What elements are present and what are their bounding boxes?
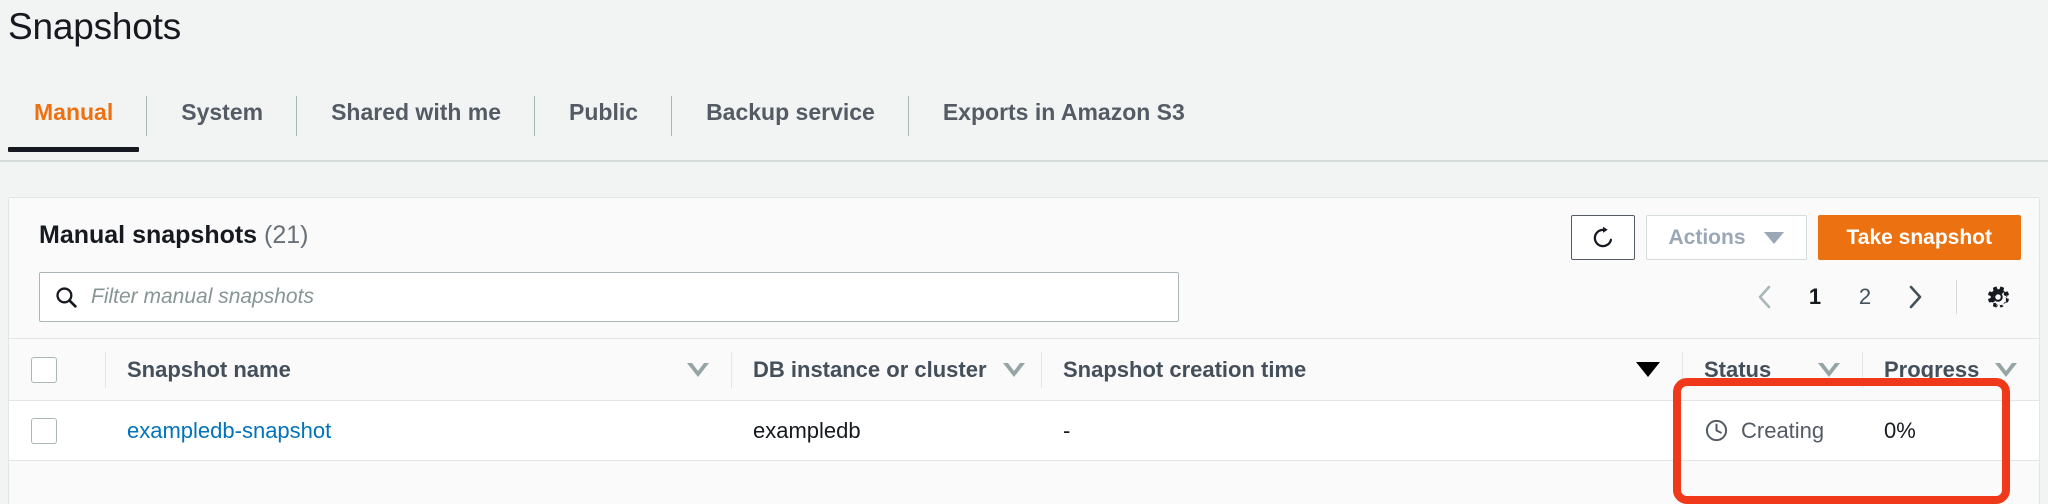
table-preferences-button[interactable]	[1975, 274, 2021, 320]
tab-divider	[146, 96, 148, 136]
column-header-db-instance-or-cluster[interactable]: DB instance or cluster	[731, 338, 1041, 401]
cell-db-instance: exampledb	[731, 400, 1041, 461]
column-label: Progress	[1884, 356, 1980, 382]
actions-label: Actions	[1668, 225, 1746, 249]
table-header-row: Snapshot name DB instance or cluster	[9, 338, 2039, 401]
column-label: DB instance or cluster	[753, 356, 987, 382]
column-separator	[731, 352, 732, 388]
pagination: 1 2	[1742, 274, 2021, 320]
cell-creation-time: -	[1041, 400, 1682, 461]
status-text: Creating	[1741, 417, 1825, 443]
sort-descending-icon	[1818, 362, 1840, 377]
cell-snapshot-name: exampledb-snapshot	[105, 400, 731, 461]
tab-label: Manual	[34, 99, 114, 125]
search-icon	[56, 286, 77, 308]
tab-shared-with-me[interactable]: Shared with me	[297, 86, 536, 152]
table-header: Snapshot name DB instance or cluster	[9, 338, 2039, 401]
tab-public[interactable]: Public	[535, 86, 673, 152]
panel-count: (21)	[264, 221, 309, 249]
column-label: Status	[1704, 356, 1772, 382]
filter-row: 1 2	[9, 272, 2039, 338]
snapshot-name-link[interactable]: exampledb-snapshot	[127, 417, 332, 443]
column-separator	[1041, 352, 1042, 388]
pagination-prev-button[interactable]	[1742, 274, 1788, 320]
gear-icon	[1988, 286, 2009, 308]
sort-descending-active-icon	[1636, 362, 1660, 377]
column-header-progress[interactable]: Progress	[1862, 338, 2039, 401]
column-label: Snapshot creation time	[1063, 356, 1307, 382]
tab-system[interactable]: System	[147, 86, 298, 152]
tab-backup-service[interactable]: Backup service	[672, 86, 909, 152]
pagination-next-button[interactable]	[1892, 274, 1938, 320]
panel-actions: Actions Take snapshot	[1570, 215, 2021, 260]
column-separator	[1682, 352, 1683, 388]
column-separator	[105, 352, 106, 388]
cell-progress: 0%	[1862, 400, 2039, 461]
tab-label: System	[181, 99, 264, 125]
tab-label: Backup service	[706, 99, 875, 125]
snapshots-panel: Manual snapshots (21) Actions Take snaps…	[8, 197, 2040, 504]
cell-status: Creating	[1682, 400, 1862, 461]
refresh-button[interactable]	[1570, 215, 1635, 260]
column-header-snapshot-creation-time[interactable]: Snapshot creation time	[1041, 338, 1682, 401]
tab-divider	[296, 96, 298, 136]
column-header-snapshot-name[interactable]: Snapshot name	[105, 338, 731, 401]
tab-active-underline	[8, 147, 140, 152]
pagination-divider	[1956, 280, 1957, 314]
select-all-header	[9, 338, 105, 401]
column-label: Snapshot name	[127, 356, 291, 382]
clock-icon	[1705, 419, 1728, 442]
tab-baseline-divider	[0, 160, 2048, 162]
panel-header: Manual snapshots (21) Actions Take snaps…	[9, 198, 2039, 272]
select-all-checkbox[interactable]	[31, 356, 57, 383]
chevron-down-icon	[1763, 231, 1784, 244]
sort-descending-icon	[687, 362, 709, 377]
refresh-icon	[1593, 226, 1612, 247]
tab-manual[interactable]: Manual	[0, 86, 148, 152]
snapshots-table: Snapshot name DB instance or cluster	[9, 338, 2039, 461]
chevron-left-icon	[1758, 285, 1771, 309]
pagination-page-1[interactable]: 1	[1808, 284, 1822, 309]
tab-exports-in-amazon-s3[interactable]: Exports in Amazon S3	[909, 86, 1219, 152]
table-body: exampledb-snapshot exampledb - Creating	[9, 400, 2039, 461]
take-snapshot-label: Take snapshot	[1846, 225, 1992, 249]
row-checkbox[interactable]	[31, 417, 57, 444]
actions-dropdown-button[interactable]: Actions	[1645, 215, 1807, 260]
column-header-status[interactable]: Status	[1682, 338, 1862, 401]
search-box[interactable]	[39, 272, 1179, 322]
panel-title-text: Manual snapshots	[39, 221, 258, 249]
tab-label: Exports in Amazon S3	[942, 99, 1185, 125]
tab-divider	[534, 96, 536, 136]
pagination-page-2[interactable]: 2	[1858, 284, 1872, 309]
search-input[interactable]	[91, 285, 1164, 309]
tab-bar: Manual System Shared with me Public Back…	[0, 86, 2048, 161]
tab-divider	[671, 96, 673, 136]
row-select-cell	[9, 400, 105, 461]
tab-divider	[907, 96, 909, 136]
tab-label: Public	[569, 99, 639, 125]
sort-descending-icon	[1002, 362, 1025, 377]
table-row[interactable]: exampledb-snapshot exampledb - Creating	[9, 400, 2039, 461]
page-title: Snapshots	[8, 6, 182, 47]
column-separator	[1862, 352, 1863, 388]
chevron-right-icon	[1909, 285, 1922, 309]
take-snapshot-button[interactable]: Take snapshot	[1817, 215, 2021, 260]
sort-descending-icon	[1995, 362, 2018, 377]
panel-title: Manual snapshots (21)	[39, 218, 309, 252]
tab-label: Shared with me	[331, 99, 502, 125]
